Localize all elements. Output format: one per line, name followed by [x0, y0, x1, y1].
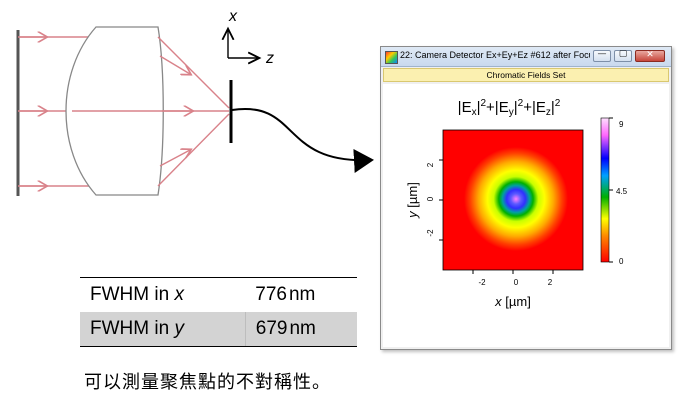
minimize-button[interactable]: —: [593, 49, 611, 62]
axis-z-label: z: [266, 50, 274, 67]
y-tick-label: 2: [426, 162, 435, 167]
field-intensity-plot: |Ex|2+|Ey|2+|Ez|2 -2 0 2 2 0 -2 x [µm] y…: [405, 98, 628, 309]
caption-text: 可以測量聚焦點的不對稱性。: [84, 372, 331, 393]
camera-detector-window[interactable]: 22: Camera Detector Ex+Ey+Ez #612 after …: [380, 46, 672, 350]
close-icon: ✕: [646, 50, 654, 60]
x-axis-label: x [µm]: [494, 294, 531, 309]
y-tick-label: 0: [426, 196, 435, 201]
plot-area: |Ex|2+|Ey|2+|Ez|2 -2 0 2 2 0 -2 x [µm] y…: [383, 84, 669, 347]
x-tick-label: 0: [514, 278, 519, 287]
colorbar-tick-label: 9: [619, 120, 624, 129]
colorbar-tick-label: 0: [619, 257, 624, 266]
axis-x-label: x: [229, 8, 237, 25]
maximize-button[interactable]: ▢: [614, 49, 632, 62]
window-title: 22: Camera Detector Ex+Ey+Ez #612 after …: [400, 50, 590, 60]
colorbar: [600, 117, 610, 263]
plot-ticks: [439, 117, 613, 274]
chromatic-fields-tab-bar[interactable]: Chromatic Fields Set: [383, 68, 669, 82]
plot-title: |Ex|2+|Ey|2+|Ez|2: [458, 98, 561, 118]
x-tick-label: 2: [548, 278, 553, 287]
fwhm-label: FWHM in y: [80, 312, 246, 347]
window-titlebar[interactable]: 22: Camera Detector Ex+Ey+Ez #612 after …: [381, 47, 671, 67]
app-icon: [385, 51, 398, 64]
maximize-icon: ▢: [618, 49, 628, 59]
close-button[interactable]: ✕: [635, 50, 665, 62]
minimize-icon: —: [597, 49, 607, 59]
y-axis-label: y [µm]: [405, 182, 420, 219]
tab-chromatic-fields-set[interactable]: Chromatic Fields Set: [486, 70, 566, 80]
focal-spot: [464, 147, 568, 251]
colorbar-tick-label: 4.5: [616, 187, 628, 196]
y-tick-label: -2: [426, 229, 435, 237]
x-tick-label: -2: [478, 278, 486, 287]
connector-arrow: [231, 107, 374, 173]
fwhm-label: FWHM in x: [80, 277, 246, 312]
